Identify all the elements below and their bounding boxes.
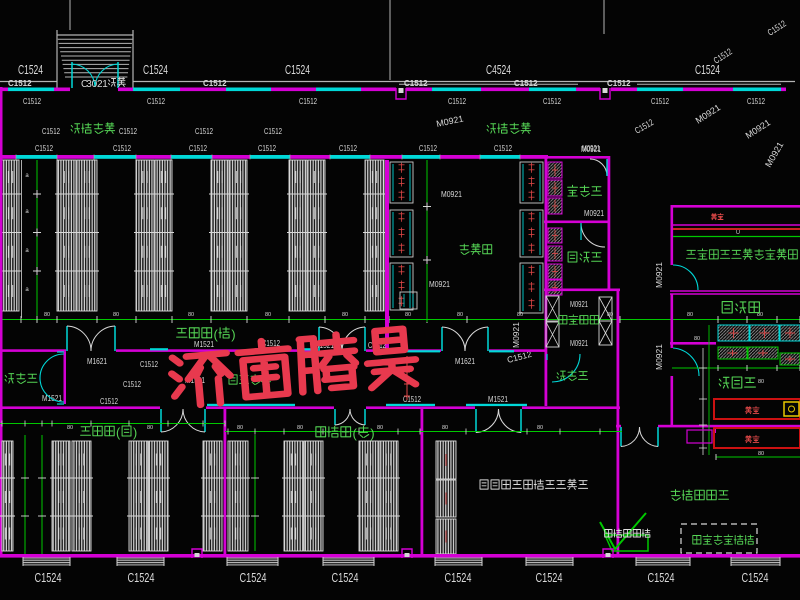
svg-text:80: 80 [442, 425, 448, 431]
svg-text:C1512: C1512 [403, 394, 421, 404]
svg-text:M0921: M0921 [441, 189, 462, 199]
svg-text:C1512: C1512 [419, 143, 437, 153]
svg-text:C1512: C1512 [404, 79, 428, 88]
svg-text:C1524: C1524 [445, 570, 472, 585]
svg-text:80: 80 [188, 312, 194, 318]
svg-text:C: C [81, 79, 88, 90]
svg-text:(: ( [353, 426, 358, 441]
svg-text:C1512: C1512 [299, 96, 317, 106]
svg-text:80: 80 [342, 312, 348, 318]
svg-text:M0921: M0921 [582, 143, 600, 153]
svg-text:): ) [370, 426, 374, 441]
svg-text:C1512: C1512 [651, 96, 669, 106]
svg-text:C1524: C1524 [18, 62, 43, 77]
svg-text:C1512: C1512 [339, 143, 357, 153]
svg-text:2: 2 [97, 79, 103, 90]
svg-text:C1512: C1512 [514, 79, 538, 88]
svg-text:80: 80 [607, 312, 613, 318]
svg-text:M0921: M0921 [429, 279, 450, 289]
svg-text:80: 80 [757, 312, 763, 318]
svg-text:M0921: M0921 [584, 208, 604, 218]
svg-text:80: 80 [297, 425, 303, 431]
svg-text:3: 3 [86, 79, 92, 90]
svg-text:80: 80 [694, 336, 700, 342]
svg-text:C1512: C1512 [23, 96, 41, 106]
svg-text:M1621: M1621 [455, 356, 475, 366]
svg-text:): ) [133, 426, 137, 440]
svg-text:0: 0 [92, 79, 98, 90]
svg-text:C1512: C1512 [262, 338, 280, 348]
svg-text:80: 80 [405, 312, 411, 318]
svg-text:U: U [736, 230, 740, 236]
svg-text:C1512: C1512 [543, 96, 561, 106]
svg-text:M1521: M1521 [194, 339, 214, 349]
svg-text:80: 80 [265, 312, 271, 318]
svg-text:M1521: M1521 [42, 393, 62, 403]
svg-text:M0921: M0921 [511, 322, 521, 348]
svg-text:a: a [25, 248, 29, 254]
svg-text:C1524: C1524 [742, 570, 769, 585]
svg-text:C1512: C1512 [35, 143, 53, 153]
svg-text:M0921: M0921 [570, 339, 588, 348]
svg-text:C1512: C1512 [113, 143, 131, 153]
svg-text:a: a [25, 173, 29, 179]
svg-text:C1524: C1524 [536, 570, 563, 585]
svg-text:(: ( [116, 426, 121, 440]
svg-text:C1512: C1512 [195, 126, 213, 136]
svg-text:80: 80 [537, 425, 543, 431]
svg-text:C1524: C1524 [240, 570, 267, 585]
svg-text:C1512: C1512 [123, 379, 141, 389]
svg-text:80: 80 [237, 425, 243, 431]
svg-text:C4524: C4524 [486, 62, 511, 77]
svg-text:C1512: C1512 [42, 126, 60, 136]
svg-text:C1524: C1524 [695, 62, 720, 77]
svg-text:C1512: C1512 [258, 143, 276, 153]
svg-text:80: 80 [377, 425, 383, 431]
svg-text:C1524: C1524 [332, 570, 359, 585]
svg-text:C1524: C1524 [285, 62, 310, 77]
svg-text:C1512: C1512 [607, 79, 631, 88]
svg-text:C1512: C1512 [747, 96, 765, 106]
svg-text:M0921: M0921 [581, 144, 601, 154]
svg-text:80: 80 [758, 451, 764, 457]
svg-text:M0921: M0921 [570, 300, 588, 309]
svg-text:C1524: C1524 [35, 570, 62, 585]
svg-text:C1512: C1512 [264, 126, 282, 136]
svg-text:M0921: M0921 [654, 262, 664, 288]
svg-text:C1512: C1512 [448, 96, 466, 106]
svg-text:C1512: C1512 [100, 396, 118, 406]
svg-text:M1621: M1621 [87, 356, 107, 366]
svg-text:a: a [25, 287, 29, 293]
svg-text:C1524: C1524 [143, 62, 168, 77]
svg-text:80: 80 [147, 425, 153, 431]
svg-text:1: 1 [102, 79, 108, 90]
svg-text:C1512: C1512 [140, 359, 158, 369]
svg-text:M0921: M0921 [654, 344, 664, 370]
svg-text:C1512: C1512 [494, 143, 512, 153]
svg-text:M1521: M1521 [488, 394, 508, 404]
svg-text:80: 80 [457, 312, 463, 318]
svg-text:C1512: C1512 [203, 79, 227, 88]
svg-text:C1524: C1524 [128, 570, 155, 585]
svg-text:C1524: C1524 [648, 570, 675, 585]
svg-text:80: 80 [517, 312, 523, 318]
svg-text:80: 80 [44, 312, 50, 318]
svg-text:80: 80 [758, 379, 764, 385]
svg-text:80: 80 [67, 425, 73, 431]
svg-text:C1512: C1512 [8, 79, 32, 88]
svg-text:): ) [231, 327, 235, 342]
svg-text:C1512: C1512 [147, 96, 165, 106]
svg-text:80: 80 [113, 312, 119, 318]
svg-text:(: ( [214, 327, 219, 342]
svg-text:a: a [25, 209, 29, 215]
svg-text:80: 80 [687, 312, 693, 318]
svg-text:C1512: C1512 [119, 126, 137, 136]
svg-text:C1512: C1512 [189, 143, 207, 153]
